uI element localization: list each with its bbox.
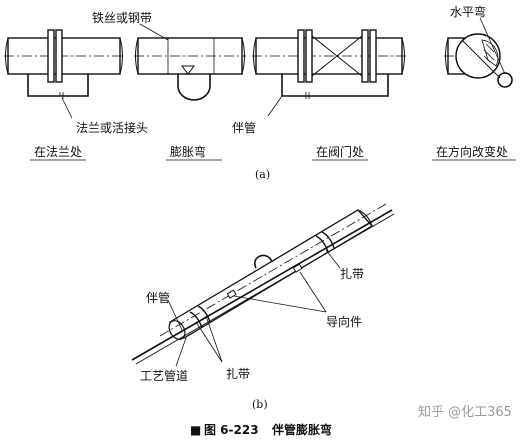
leader-horizontal-bend — [479, 17, 506, 75]
sublabel-b: (b) — [252, 398, 268, 411]
leader-tracer-pipe — [267, 95, 283, 117]
caption-expansion-bend: 膨胀弯 — [170, 144, 206, 159]
hatch-line — [485, 43, 495, 53]
horizontal-bend-loop — [497, 72, 513, 88]
flange — [305, 29, 313, 83]
process-pipe-end — [168, 320, 186, 340]
leader-guide-piece — [233, 295, 327, 313]
label-guide-piece: 导向件 — [326, 314, 362, 329]
tracer-loop — [281, 74, 389, 97]
flange — [47, 29, 55, 83]
pipe-break — [5, 37, 9, 75]
expansion-loop — [177, 74, 211, 101]
diagram-a: 铁丝或钢带 水平弯 法兰或活接头 伴管 在法兰处 膨胀弯 在阀门处 在方向改变处… — [4, 4, 516, 181]
pipe-break — [135, 37, 139, 75]
figure-caption: ■ 图 6-223 伴管膨胀弯 — [190, 422, 332, 437]
guide-piece — [226, 289, 237, 299]
label-strap-lower: 扎带 — [226, 367, 250, 381]
diagram-b: 扎带 导向件 伴管 工艺管道 扎带 (b) — [131, 203, 395, 411]
segment-expansion-bend — [134, 37, 246, 101]
tracer-expansion-loop — [254, 254, 273, 269]
leader-process-pipe — [175, 337, 187, 367]
label-process-pipe: 工艺管道 — [140, 368, 188, 383]
caption-at-direction-change: 在方向改变处 — [436, 144, 508, 159]
hatch-line — [483, 55, 491, 63]
guide-piece — [292, 263, 303, 273]
pipe-centerline — [159, 203, 387, 337]
tracer-loop — [27, 74, 89, 97]
pipe-break — [401, 37, 405, 75]
caption-at-flange: 在法兰处 — [34, 145, 82, 159]
elbow-hatch — [481, 39, 499, 67]
label-tracer-pipe-a: 伴管 — [232, 120, 256, 135]
watermark: 知乎 @化工365 — [418, 404, 512, 420]
pipe-break — [119, 37, 123, 75]
valve-body — [311, 35, 363, 77]
leader-guide-piece — [299, 271, 327, 313]
sublabel-a: (a) — [255, 168, 270, 181]
leader-wire-band — [139, 23, 169, 41]
leader-strap-lower — [205, 315, 223, 363]
label-horizontal-bend: 水平弯 — [450, 4, 486, 19]
elbow-diagonal — [461, 39, 501, 79]
caption-marker: ■ — [190, 423, 201, 437]
leader-strap-lower — [195, 321, 223, 363]
pipe-break — [253, 37, 257, 75]
label-wire-band: 铁丝或钢带 — [92, 11, 152, 25]
pipe-break — [445, 37, 449, 75]
tracer-pipe-line — [131, 209, 393, 361]
segment-at-flange — [4, 29, 124, 99]
leader-tracer-pipe-b — [167, 299, 183, 331]
tracer-pipe-line-inner — [135, 213, 395, 365]
leader-flange-union — [61, 97, 73, 119]
process-pipe-far-end — [357, 209, 373, 227]
pipe-break — [241, 37, 245, 75]
label-flange-or-union: 法兰或活接头 — [76, 120, 148, 135]
strap-lower-pair — [189, 305, 211, 329]
label-tracer-pipe-b: 伴管 — [146, 290, 170, 305]
process-pipe — [255, 37, 403, 75]
leader-strap-upper — [325, 249, 341, 269]
caption-number: 图 6-223 — [204, 423, 259, 437]
caption-title: 伴管膨胀弯 — [271, 422, 332, 437]
flange — [369, 29, 377, 83]
segment-at-valve — [252, 29, 406, 99]
caption-at-valve: 在阀门处 — [316, 144, 364, 159]
bend-notch — [181, 65, 195, 75]
label-strap-upper: 扎带 — [340, 267, 364, 281]
flange — [361, 29, 369, 83]
flange — [297, 29, 305, 83]
hatch-line — [483, 49, 495, 61]
segment-direction-change — [444, 33, 513, 88]
flange — [55, 29, 63, 83]
strap-upper-pair — [315, 231, 335, 253]
